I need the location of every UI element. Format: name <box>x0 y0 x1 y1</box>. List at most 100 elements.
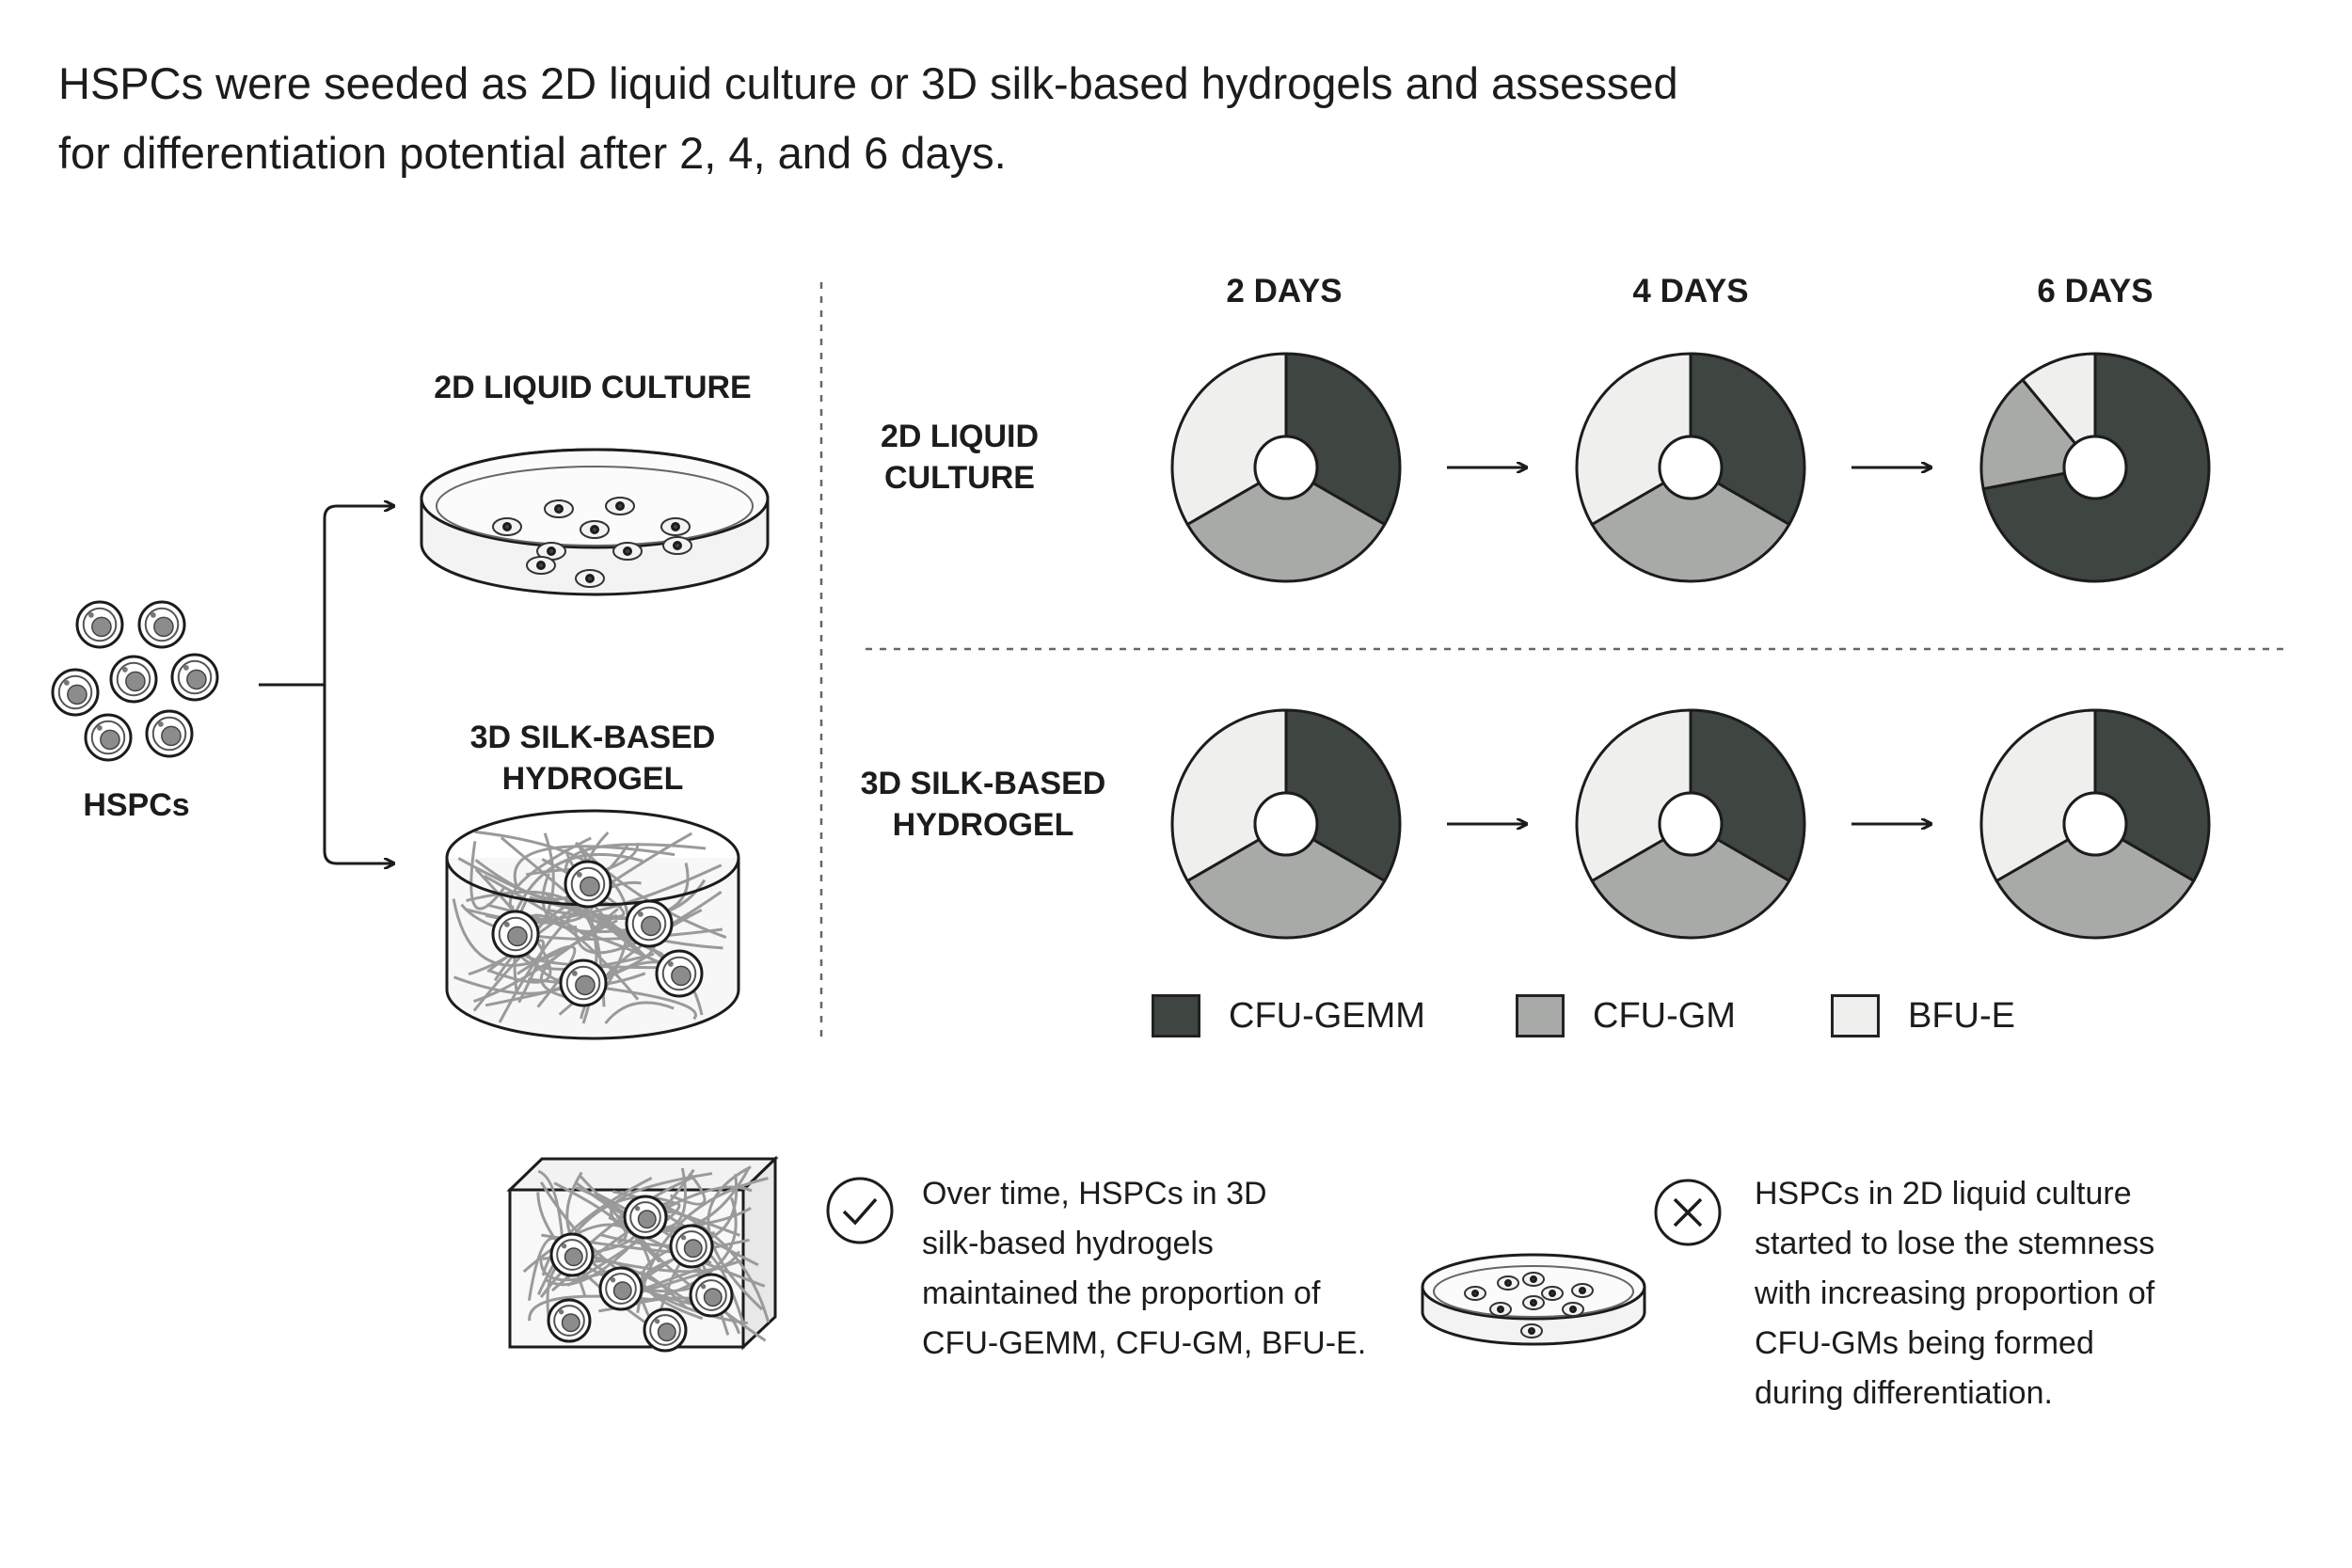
hydrogel-cell <box>598 1266 644 1311</box>
hydrogel-fiber <box>506 853 644 933</box>
hspc-cell-cluster <box>51 600 219 762</box>
dish-cell <box>1522 1272 1545 1287</box>
dish-cell <box>492 517 522 536</box>
row-label-2d: 2D LIQUID CULTURE <box>828 416 1091 499</box>
dish-cell <box>1522 1295 1545 1310</box>
hydrogel-fiber <box>610 1172 713 1238</box>
hspc-cell <box>75 600 124 649</box>
label-3d-silk-hydrogel-line2: HYDROGEL <box>501 761 684 797</box>
hydrogel-cell <box>689 1273 734 1318</box>
legend-swatch-cfu-gm <box>1516 994 1565 1037</box>
dish-cell <box>580 520 610 539</box>
dish-cell <box>660 517 691 536</box>
dish-cell <box>1464 1286 1486 1301</box>
day-label-6: 6 DAYS <box>2037 273 2153 309</box>
dish-cell <box>575 569 605 588</box>
hydrogel-fiber <box>474 830 629 993</box>
hspc-cell <box>137 600 186 649</box>
pie-chart <box>1170 352 1402 583</box>
hydrogel-cell <box>547 1298 592 1343</box>
legend-swatch-cfu-gemm <box>1152 994 1200 1037</box>
petri-dish-illustration <box>420 448 770 596</box>
pie-hole <box>1658 791 1724 857</box>
positive-note-line1: Over time, HSPCs in 3D <box>922 1176 1267 1212</box>
hspc-cell <box>84 713 133 762</box>
pie-hole <box>1253 791 1319 857</box>
hydrogel-fiber <box>513 845 675 887</box>
pie-chart <box>1979 352 2211 583</box>
hspc-cell <box>51 668 100 717</box>
negative-note: HSPCs in 2D liquid culture started to lo… <box>1755 1169 2244 1418</box>
hspc-cell <box>109 655 158 704</box>
pie-hole <box>2062 791 2128 857</box>
dish-cell <box>544 499 574 518</box>
dish-cell <box>1541 1286 1564 1301</box>
hydrogel-cell <box>491 910 540 958</box>
dish-cell <box>1497 1275 1519 1291</box>
label-3d-silk-hydrogel: 3D SILK-BASED HYDROGEL <box>414 717 771 800</box>
positive-note-line3: maintained the proportion of <box>922 1275 1321 1311</box>
hydrogel-fiber <box>469 841 506 911</box>
positive-note: Over time, HSPCs in 3D silk-based hydrog… <box>922 1169 1411 1369</box>
dish-cell <box>526 556 556 575</box>
pie-chart <box>1979 708 2211 940</box>
day-arrows <box>1447 467 1931 824</box>
intro-text: HSPCs were seeded as 2D liquid culture o… <box>58 49 1846 188</box>
row-label-3d: 3D SILK-BASED HYDROGEL <box>842 763 1124 846</box>
row-label-3d-line2: HYDROGEL <box>892 807 1074 843</box>
hydrogel-cell <box>643 1307 688 1353</box>
dish-cell <box>662 536 692 555</box>
hydrogel-cell <box>625 899 674 948</box>
x-circle-icon <box>1654 1179 1722 1246</box>
legend-label-bfu-e: BFU-E <box>1908 995 2015 1036</box>
hydrogel-fiber <box>522 1223 654 1274</box>
hydrogel-cube-illustration <box>506 1155 779 1353</box>
dish-cell <box>1562 1302 1584 1317</box>
hydrogel-fiber <box>541 1177 653 1276</box>
dish-cell <box>1520 1323 1543 1338</box>
dish-cell <box>605 497 635 515</box>
dish-cell <box>612 542 643 561</box>
hydrogel-cell <box>559 958 608 1007</box>
pie-hole <box>2062 435 2128 500</box>
hydrogel-cell <box>623 1195 668 1240</box>
hspc-cell <box>145 709 194 758</box>
negative-note-line2: started to lose the stemness <box>1755 1226 2155 1261</box>
hydrogel-cell <box>669 1224 714 1269</box>
hydrogel-fiber <box>472 939 546 1012</box>
day-label-4: 4 DAYS <box>1632 273 1749 309</box>
negative-note-line4: CFU-GMs being formed <box>1755 1325 2094 1361</box>
hydrogel-cylinder-illustration <box>445 809 740 1040</box>
pie-hole <box>1658 435 1724 500</box>
legend-item-cfu-gm: CFU-GM <box>1516 994 1736 1037</box>
label-2d-liquid-culture: 2D LIQUID CULTURE <box>434 370 752 405</box>
label-hspcs: HSPCs <box>83 787 190 823</box>
negative-note-line5: during differentiation. <box>1755 1375 2053 1411</box>
small-petri-dish-illustration <box>1421 1253 1646 1346</box>
legend-item-cfu-gemm: CFU-GEMM <box>1152 994 1425 1037</box>
hydrogel-cell <box>549 1232 595 1277</box>
pie-charts <box>1170 352 2211 940</box>
negative-note-line1: HSPCs in 2D liquid culture <box>1755 1176 2132 1212</box>
row-label-2d-line1: 2D LIQUID <box>880 419 1040 454</box>
branch-connector <box>259 504 393 865</box>
hydrogel-fiber <box>574 841 727 939</box>
hydrogel-fiber <box>564 843 707 873</box>
hydrogel-fiber <box>474 868 552 984</box>
label-3d-silk-hydrogel-line1: 3D SILK-BASED <box>469 720 716 755</box>
row-label-2d-line2: CULTURE <box>884 460 1035 496</box>
intro-line-2: for differentiation potential after 2, 4… <box>58 128 1007 178</box>
hydrogel-fiber <box>669 1172 707 1206</box>
day-label-2: 2 DAYS <box>1226 273 1343 309</box>
row-label-3d-line1: 3D SILK-BASED <box>860 766 1106 801</box>
intro-line-1: HSPCs were seeded as 2D liquid culture o… <box>58 58 1678 108</box>
hydrogel-fiber <box>604 1001 675 1024</box>
check-circle-icon <box>826 1177 894 1244</box>
positive-note-line2: silk-based hydrogels <box>922 1226 1214 1261</box>
hspc-cell <box>170 653 219 702</box>
pie-chart <box>1575 352 1806 583</box>
legend-label-cfu-gemm: CFU-GEMM <box>1229 995 1425 1036</box>
positive-note-line4: CFU-GEMM, CFU-GM, BFU-E. <box>922 1325 1367 1361</box>
pie-chart <box>1170 708 1402 940</box>
